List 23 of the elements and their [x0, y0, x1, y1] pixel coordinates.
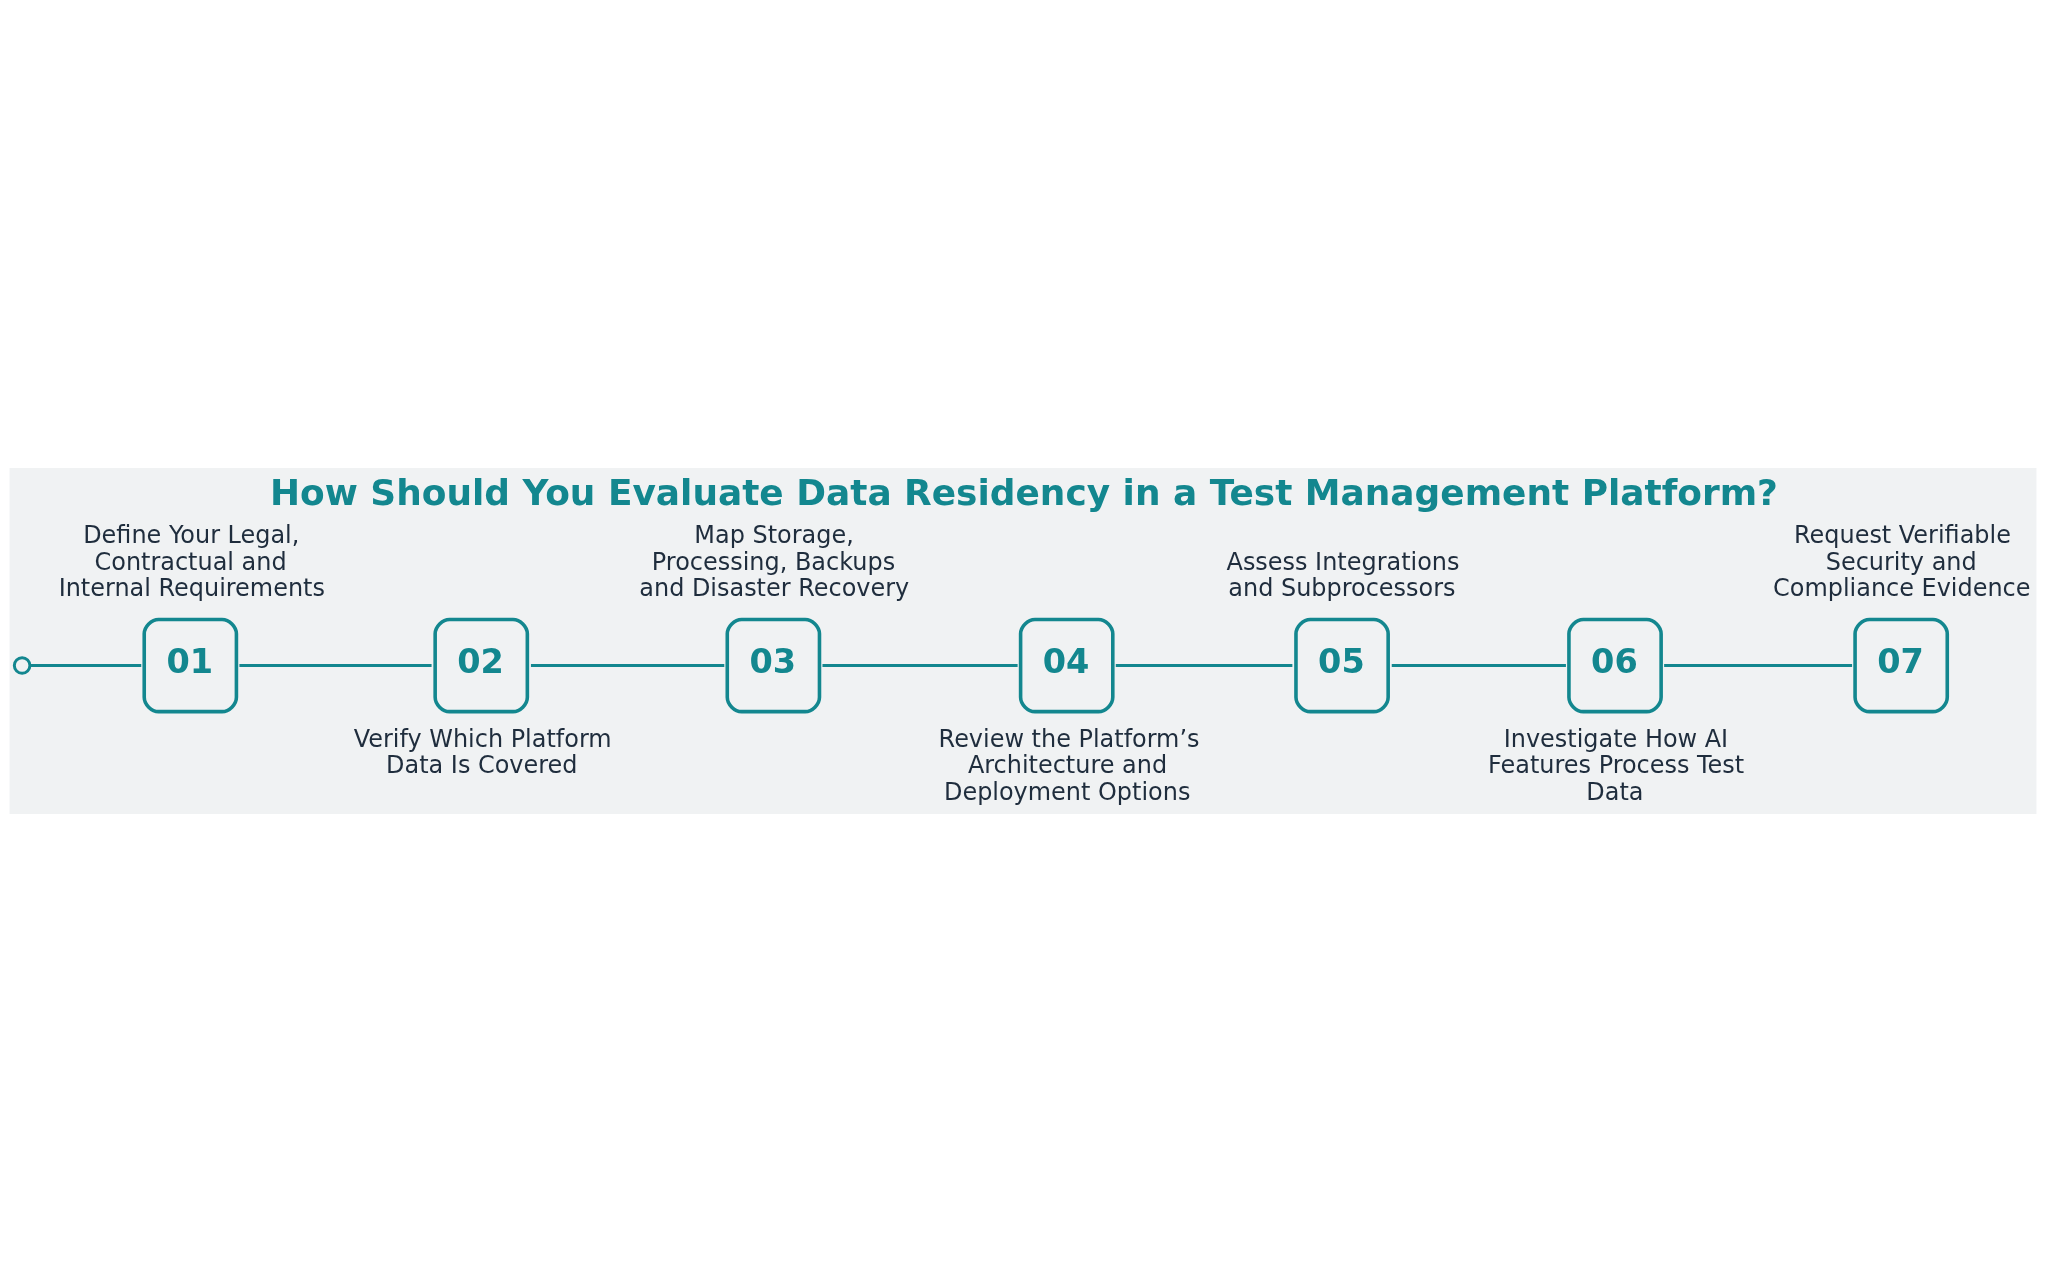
- connector: [530, 663, 725, 667]
- node-label: Request Verifiable Security and Compliance Evidence: [1773, 520, 2031, 602]
- node-box: 07: [1853, 617, 1950, 713]
- node-label: Define Your Legal, Contractual and Internal Requirements: [58, 520, 325, 602]
- node-label: Review the Platform’s Architecture and Deployment Options: [938, 724, 1200, 806]
- connector: [239, 663, 432, 667]
- node-label: Verify Which Platform Data Is Covered: [353, 724, 612, 779]
- node-box: 03: [725, 617, 822, 713]
- connector: [1664, 663, 1853, 667]
- connector: [1115, 663, 1293, 667]
- node-label: Map Storage, Processing, Backups and Disaster Recovery: [639, 520, 910, 602]
- node-box: 04: [1018, 617, 1115, 713]
- node-label: Investigate How AI Features Process Test Data: [1488, 724, 1745, 806]
- node-box: 06: [1567, 617, 1663, 713]
- connector: [30, 663, 142, 667]
- node-box: 01: [142, 617, 239, 713]
- node-box: 02: [433, 617, 530, 713]
- node-circle: [12, 655, 32, 675]
- node-label: Assess Integrations and Subprocessors: [1226, 547, 1460, 602]
- diagram-title: How Should You Evaluate Data Residency in a Test Management Platform?: [269, 471, 1778, 513]
- node-box: 05: [1294, 617, 1390, 713]
- connector: [822, 663, 1018, 667]
- connector: [1391, 663, 1566, 667]
